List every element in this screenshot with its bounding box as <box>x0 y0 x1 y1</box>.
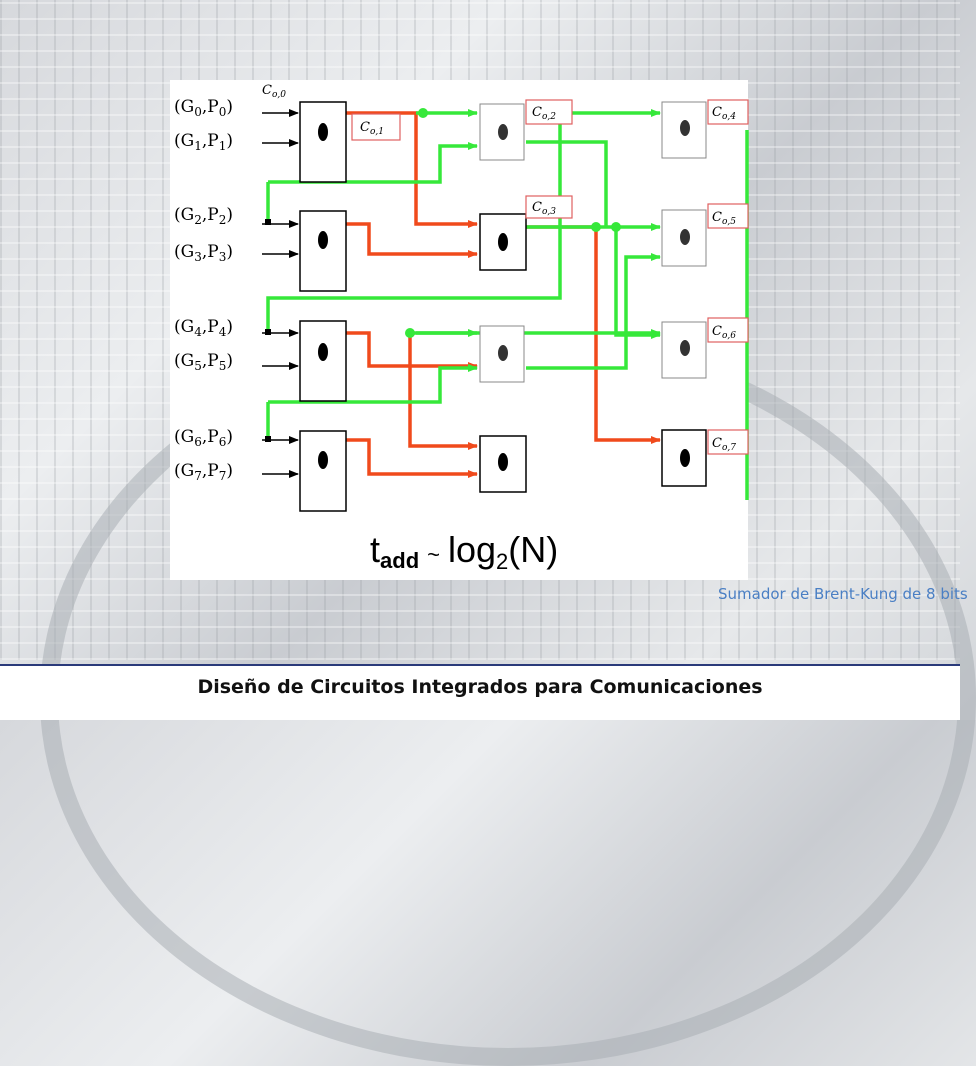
cell-l2-c2-dot <box>498 124 508 140</box>
carry-box-c2 <box>525 99 573 125</box>
red-wire-c1 <box>346 111 478 228</box>
cell-l2-c5-dot <box>498 345 508 361</box>
input-label-1: (G1,P1) <box>174 131 233 153</box>
cell-l3-c4-dot <box>680 120 690 136</box>
input-label-4: (G4,P4) <box>174 317 233 339</box>
junction-dot-4 <box>405 328 415 338</box>
carry-label-c0: Co,0 <box>262 83 286 100</box>
level2-cells <box>479 103 527 493</box>
input-label-7: (G7,P7) <box>174 461 233 483</box>
input-label-2: (G2,P2) <box>174 205 233 227</box>
figure-caption: Sumador de Brent-Kung de 8 bits <box>718 585 968 603</box>
formula-tadd-log2n: tadd~log2(N) <box>370 529 558 574</box>
red-wire-c5-a <box>346 331 478 370</box>
junction-dot-1 <box>418 108 428 118</box>
cell-l3-c5-dot <box>680 229 690 245</box>
green-wire-c5-in <box>526 253 661 370</box>
diagram-canvas: (G0,P0) (G1,P1) (G2,P2) (G3,P3) (G4,P4) … <box>174 83 749 574</box>
level3-cells <box>661 101 707 487</box>
junction-sq-4 <box>265 329 271 335</box>
cell-l2-c7-dot <box>498 453 508 471</box>
junction-dot-2 <box>591 222 601 232</box>
carry-box-c4 <box>707 99 749 125</box>
footer-divider <box>0 664 960 666</box>
red-wire-c7-a <box>346 438 478 478</box>
carry-labels: Co,0 Co,1 Co,2 Co,3 Co,4 Co,5 Co,6 Co,7 <box>262 83 749 455</box>
cell-l1-01-dot <box>318 123 328 141</box>
input-label-0: (G0,P0) <box>174 97 233 119</box>
carry-label-c5: Co,5 <box>712 210 736 227</box>
carry-label-c6: Co,6 <box>712 324 736 341</box>
input-label-5: (G5,P5) <box>174 351 233 373</box>
cell-l1-01 <box>299 101 347 183</box>
cell-l1-67-dot <box>318 451 328 469</box>
carry-label-c2: Co,2 <box>532 105 556 122</box>
carry-box-c7 <box>707 429 749 455</box>
cell-l2-c3 <box>479 213 527 271</box>
carry-box-c3 <box>525 195 573 219</box>
green-wire-c3-c6 <box>614 227 661 339</box>
carry-box-c6 <box>707 317 749 343</box>
junction-sq-6 <box>265 436 271 442</box>
red-wire-c3-a <box>346 222 478 258</box>
carry-label-c1: Co,1 <box>360 120 384 137</box>
carry-box-c1 <box>351 113 401 141</box>
carry-box-c5 <box>707 203 749 229</box>
input-label-3: (G3,P3) <box>174 242 233 264</box>
green-wire-c4-loop <box>526 140 608 227</box>
red-wire-c6-a <box>408 333 478 450</box>
brent-kung-diagram: (G0,P0) (G1,P1) (G2,P2) (G3,P3) (G4,P4) … <box>170 80 749 580</box>
input-labels: (G0,P0) (G1,P1) (G2,P2) (G3,P3) (G4,P4) … <box>174 97 233 483</box>
footer-course-title: Diseño de Circuitos Integrados para Comu… <box>197 676 763 698</box>
carry-label-c3: Co,3 <box>532 200 556 217</box>
junction-dot-3 <box>611 222 621 232</box>
cell-l2-c3-dot <box>498 233 508 251</box>
cell-l1-45-dot <box>318 343 328 361</box>
green-wire-g6-up <box>268 364 478 404</box>
cell-l1-67 <box>299 430 347 512</box>
cell-l1-23 <box>299 210 347 292</box>
carry-label-c4: Co,4 <box>712 105 736 122</box>
junction-sq-2 <box>265 219 271 225</box>
footer-bar <box>0 666 960 720</box>
cell-l1-23-dot <box>318 231 328 249</box>
input-label-6: (G6,P6) <box>174 427 233 449</box>
cell-l3-c7-dot <box>680 449 690 467</box>
cell-l3-c6-dot <box>680 340 690 356</box>
level1-cells <box>299 101 347 512</box>
red-wires <box>346 111 661 478</box>
carry-label-c7: Co,7 <box>712 436 736 453</box>
junction-dots <box>265 108 621 442</box>
green-wire-g2-up <box>268 142 478 184</box>
